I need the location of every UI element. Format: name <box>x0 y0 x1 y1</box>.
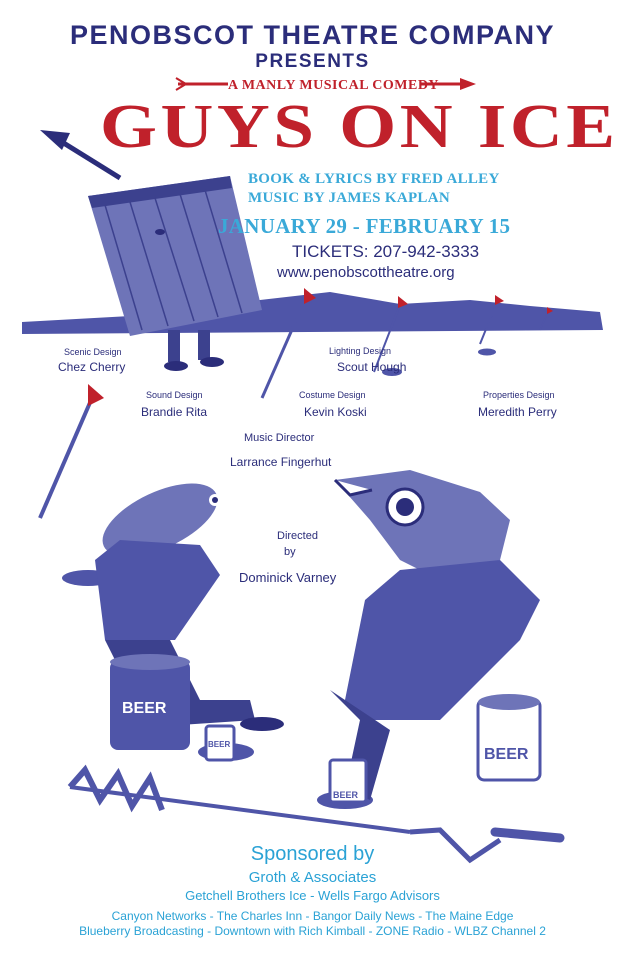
sponsor-line-2: Getchell Brothers Ice - Wells Fargo Advi… <box>185 888 440 903</box>
music-credit: MUSIC BY JAMES KAPLAN <box>248 190 451 206</box>
scenic-role: Scenic Design <box>64 347 122 357</box>
props-name: Meredith Perry <box>478 405 557 419</box>
arrow-icon <box>40 130 122 181</box>
beer-label-right: BEER <box>484 746 529 763</box>
flag-icon <box>373 296 408 373</box>
sponsor-line-3: Canyon Networks - The Charles Inn - Bang… <box>111 909 514 923</box>
by-label: by <box>284 546 296 558</box>
legs <box>164 330 224 371</box>
flag-icon <box>38 384 104 519</box>
directed-label: Directed <box>277 530 318 542</box>
costume-role: Costume Design <box>299 390 366 400</box>
lighting-name: Scout Hough <box>337 360 407 374</box>
outhouse <box>88 176 262 336</box>
company-name: PENOBSCOT THEATRE COMPANY <box>69 20 556 50</box>
tickets-phone: TICKETS: 207-942-3333 <box>292 242 480 261</box>
tagline: A MANLY MUSICAL COMEDY <box>228 78 440 93</box>
music-director-role: Music Director <box>244 432 315 444</box>
sponsor-line-1: Groth & Associates <box>248 869 377 886</box>
props-role: Properties Design <box>483 390 555 400</box>
show-title: GUYS ON ICE <box>100 93 619 161</box>
ice-auger <box>67 764 565 864</box>
flag-icon <box>479 295 504 345</box>
sound-name: Brandie Rita <box>141 405 208 419</box>
show-dates: JANUARY 29 - FEBRUARY 15 <box>218 214 511 238</box>
book-credit: BOOK & LYRICS BY FRED ALLEY <box>248 171 500 187</box>
sponsor-line-4: Blueberry Broadcasting - Downtown with R… <box>79 924 546 938</box>
sponsored-heading: Sponsored by <box>250 843 375 865</box>
beer-label-cup-2: BEER <box>333 790 359 800</box>
music-director-name: Larrance Fingerhut <box>230 455 332 469</box>
director-name: Dominick Varney <box>239 570 337 585</box>
beer-label-cup: BEER <box>208 740 231 749</box>
fish-man-right <box>330 470 542 800</box>
flag-icon <box>260 288 316 399</box>
ice-hole <box>382 368 402 376</box>
website-link[interactable]: www.penobscottheatre.org <box>277 264 455 281</box>
flag-icon <box>539 307 553 331</box>
beer-cup <box>204 724 236 762</box>
scenic-name: Chez Cherry <box>58 360 126 374</box>
ice-hole <box>478 348 496 356</box>
presents-label: PRESENTS <box>255 51 370 72</box>
lighting-role: Lighting Design <box>329 346 392 356</box>
sound-role: Sound Design <box>146 390 203 400</box>
red-arrow-icon <box>175 77 476 91</box>
costume-name: Kevin Koski <box>304 405 367 419</box>
beer-cup <box>328 758 368 804</box>
beer-label-left: BEER <box>118 700 171 718</box>
